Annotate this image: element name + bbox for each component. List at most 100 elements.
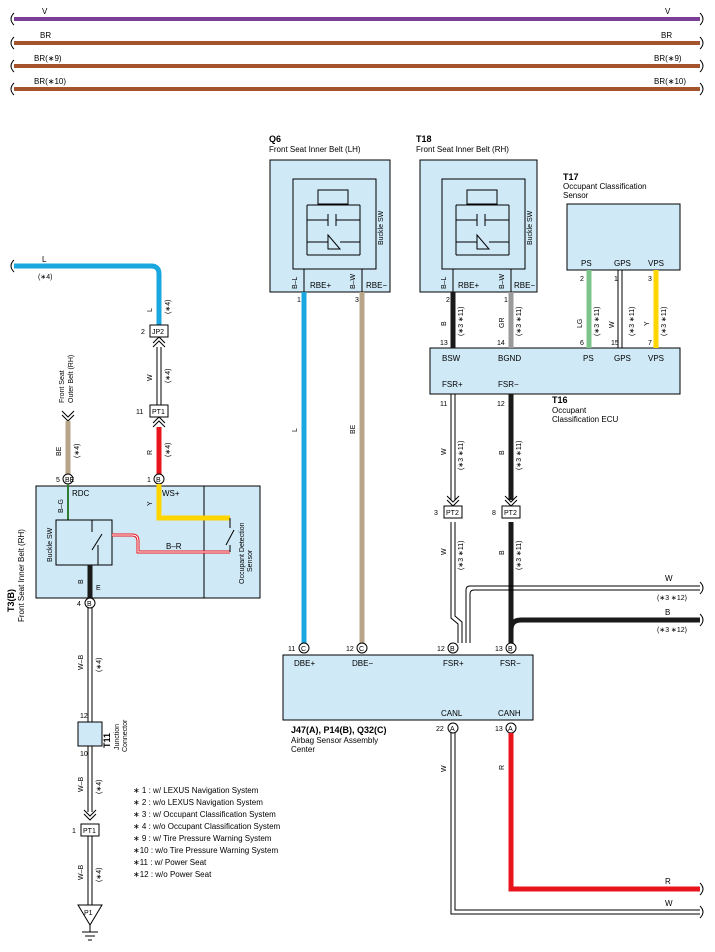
- jp2-label: JP2: [152, 329, 164, 336]
- t16-code: T16: [552, 395, 568, 405]
- t3-pin-4-letter: B: [87, 601, 92, 608]
- wire-left-wb-1: [87, 608, 93, 722]
- t18-switch-frame: [441, 178, 526, 270]
- j47-pin-dbep-letter: C: [301, 646, 306, 653]
- t18-internal-circuit: [455, 204, 510, 256]
- label-canl-w-right: W: [665, 899, 673, 908]
- t16-bgnd-num: 14: [497, 340, 505, 347]
- t18-wire-b: B–W: [499, 273, 506, 289]
- component-t17: T17 Occupant Classification Sensor PS GP…: [563, 172, 681, 283]
- label-left-wb-1-note: (∗4): [96, 658, 103, 672]
- j47-pin-fsrm-letter: B: [508, 646, 513, 653]
- label-t18-b: B: [441, 321, 448, 326]
- j47-pin-fsrp-num: 12: [437, 646, 445, 653]
- label-left-r: R: [147, 450, 154, 455]
- bus-end-right-v: [699, 12, 704, 26]
- component-t18: T18 Front Seat Inner Belt (RH) Buckle SW…: [416, 134, 538, 304]
- left-l-end: [10, 259, 15, 273]
- right-end-w: [699, 581, 704, 595]
- left-circuit: L (∗4) L (∗4) JP2 2 W (∗4) PT1 11 R (∗4)…: [6, 255, 261, 941]
- j47-name2: Center: [291, 745, 315, 754]
- component-j47: C C B B 11 12 12 13 DBE+ DBE− FSR+ FSR− …: [282, 642, 534, 754]
- j47-pin-fsrp-letter: B: [450, 646, 455, 653]
- wire-right-w-312: [465, 585, 700, 643]
- label-fsrm-note-1: (∗3 ∗11): [516, 441, 523, 471]
- label-t3-br: B–R: [166, 542, 182, 551]
- label-left-w: W: [147, 374, 154, 381]
- label-canh-r-right: R: [665, 877, 671, 886]
- t3-pin-1-letter: B: [156, 477, 161, 484]
- label-right-w-note: (∗3 ∗12): [657, 595, 687, 602]
- label-fsrp-w-1: W: [441, 448, 448, 455]
- t11-name1: Junction: [114, 724, 121, 750]
- label-t18-gr-note: (∗3 ∗11): [516, 307, 523, 337]
- t16-bgnd-label: BGND: [498, 354, 521, 363]
- t3-pin-1-num: 1: [147, 477, 151, 484]
- pt2-label-2: PT2: [504, 510, 517, 517]
- fsr-wires: PT2 PT2 3 8 W (∗3 ∗11) B (∗3 ∗11) W (∗3 …: [434, 394, 704, 643]
- label-left-wb-3: W–B: [78, 865, 85, 881]
- t3-name: Front Seat Inner Belt (RH): [17, 529, 26, 622]
- j47-canl-label: CANL: [441, 709, 463, 718]
- component-q6: Q6 Front Seat Inner Belt (LH) Buckle SW …: [269, 134, 391, 304]
- label-t3-y: Y: [147, 501, 154, 506]
- t3-pin-4: [84, 597, 96, 609]
- q6-switch-frame: [292, 178, 377, 270]
- label-fsrm-b-2: B: [499, 550, 506, 555]
- t18-pin-a-label: RBE+: [458, 281, 479, 290]
- label-q6-l: L: [292, 428, 299, 432]
- t16-gps-num: 15: [611, 340, 619, 347]
- wire-t17-w: [617, 270, 623, 348]
- q6-pin-a-label: RBE+: [310, 281, 331, 290]
- t16-vps-label: VPS: [648, 354, 664, 363]
- t16-bsw-label: BSW: [442, 354, 461, 363]
- bus-end-right-br9: [699, 59, 704, 73]
- label-left-r-note: (∗4): [165, 443, 172, 457]
- t3-ods-contacts: [225, 518, 235, 552]
- label-left-l: L: [42, 255, 47, 264]
- j47-pin-fsrm-num: 13: [495, 646, 503, 653]
- t11-box: [77, 721, 103, 747]
- j47-pin-dbep-num: 11: [288, 646, 295, 653]
- t3-rdc-label: RDC: [72, 489, 90, 498]
- t16-upper-wires: B (∗3 ∗11) GR (∗3 ∗11) LG (∗3 ∗11) W (∗3…: [441, 270, 668, 348]
- label-fsrp-w-2: W: [441, 548, 448, 555]
- top-bus: V V BR BR BR(∗9) BR(∗9) BR(∗10) BR(∗10): [10, 7, 704, 96]
- label-right-b-note: (∗3 ∗12): [657, 627, 687, 634]
- p1-ground-triangle: [77, 904, 103, 926]
- wire-fsrp-w: [450, 394, 463, 643]
- t18-wire-a: B–L: [441, 276, 448, 289]
- j47-fsrp-label: FSR+: [443, 659, 464, 668]
- label-t17-w-note: (∗3 ∗11): [629, 307, 636, 337]
- label-t18-b-note: (∗3 ∗11): [458, 307, 465, 337]
- outer-belt-name1: Front Seat: [59, 370, 66, 403]
- t16-name2: Classification ECU: [552, 415, 618, 424]
- label-t3-b: B: [78, 579, 85, 584]
- label-fsrp-note-2: (∗3 ∗11): [458, 541, 465, 571]
- canl-end: [699, 905, 704, 919]
- pt1-arrows-top: [152, 416, 166, 428]
- q6-pin-a-num: 1: [297, 297, 301, 304]
- p1-label: P1: [84, 910, 93, 917]
- label-right-b: B: [665, 608, 670, 617]
- t18-code: T18: [416, 134, 432, 144]
- bus-label-br10-left: BR(∗10): [34, 77, 66, 86]
- bus-label-br-right: BR: [661, 31, 672, 40]
- label-q6-be: BE: [350, 424, 357, 434]
- bus-label-v-right: V: [665, 7, 671, 16]
- t17-name1: Occupant Classification: [563, 182, 647, 191]
- pt1-pin-top: 11: [136, 409, 143, 416]
- label-t18-gr: GR: [499, 318, 506, 329]
- j47-pin-dbem: [356, 642, 368, 654]
- t3-wsp-label: WS+: [162, 489, 180, 498]
- t16-vps-num: 7: [648, 340, 652, 347]
- pt2-label-1: PT2: [446, 510, 459, 517]
- j47-pin-fsrm: [505, 642, 517, 654]
- t11-pin-12: 12: [80, 713, 88, 720]
- t17-ps-num: 2: [580, 276, 584, 283]
- label-fsrm-note-2: (∗3 ∗11): [516, 541, 523, 571]
- j47-pin-canl-num: 22: [436, 726, 444, 733]
- label-left-wb-1: W–B: [78, 655, 85, 671]
- t16-fsrp-num: 11: [440, 401, 447, 408]
